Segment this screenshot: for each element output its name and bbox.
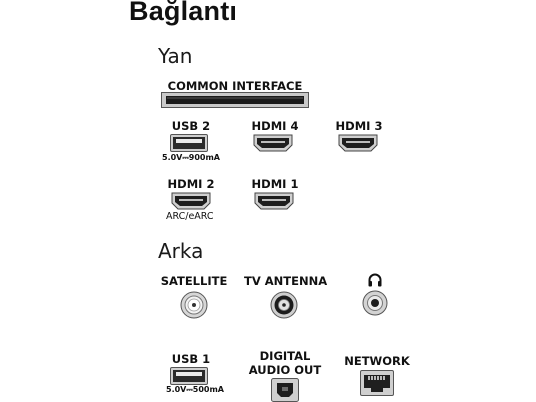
ci-slot-icon xyxy=(161,92,309,108)
hdmi-port-icon xyxy=(254,192,294,210)
common-interface-label: COMMON INTERFACE xyxy=(167,79,303,93)
usb2-label: USB 2 xyxy=(171,119,211,133)
hdmi3-label: HDMI 3 xyxy=(335,119,383,133)
usb-port-icon xyxy=(170,367,208,385)
hdmi-port-icon xyxy=(253,134,293,152)
hdmi-port-icon xyxy=(171,192,211,210)
section-heading-side: Yan xyxy=(158,44,193,68)
satellite-connector-icon xyxy=(180,291,208,319)
digital-audio-out-label: DIGITAL AUDIO OUT xyxy=(246,349,324,377)
headphone-icon xyxy=(367,272,383,288)
digital-audio-out-label-line1: DIGITAL xyxy=(259,349,311,363)
satellite-label: SATELLITE xyxy=(160,274,228,288)
tv-antenna-label: TV ANTENNA xyxy=(244,274,328,288)
page-title: Bağlantı xyxy=(129,0,238,26)
hdmi2-arc-label: ARC/eARC xyxy=(166,211,214,222)
hdmi1-label: HDMI 1 xyxy=(251,177,299,191)
hdmi2-label: HDMI 2 xyxy=(167,177,215,191)
section-heading-back: Arka xyxy=(158,239,204,263)
headphone-jack-icon xyxy=(362,290,388,316)
usb2-spec: 5.0V⎓900mA xyxy=(162,153,220,162)
hdmi-port-icon xyxy=(338,134,378,152)
optical-port-icon xyxy=(271,378,299,402)
network-label: NETWORK xyxy=(344,354,410,368)
usb-port-icon xyxy=(170,134,208,152)
ethernet-port-icon xyxy=(360,370,394,396)
usb1-label: USB 1 xyxy=(171,352,211,366)
hdmi4-label: HDMI 4 xyxy=(251,119,299,133)
digital-audio-out-label-line2: AUDIO OUT xyxy=(248,363,322,377)
usb1-spec: 5.0V⎓500mA xyxy=(166,385,224,394)
antenna-connector-icon xyxy=(270,291,298,319)
